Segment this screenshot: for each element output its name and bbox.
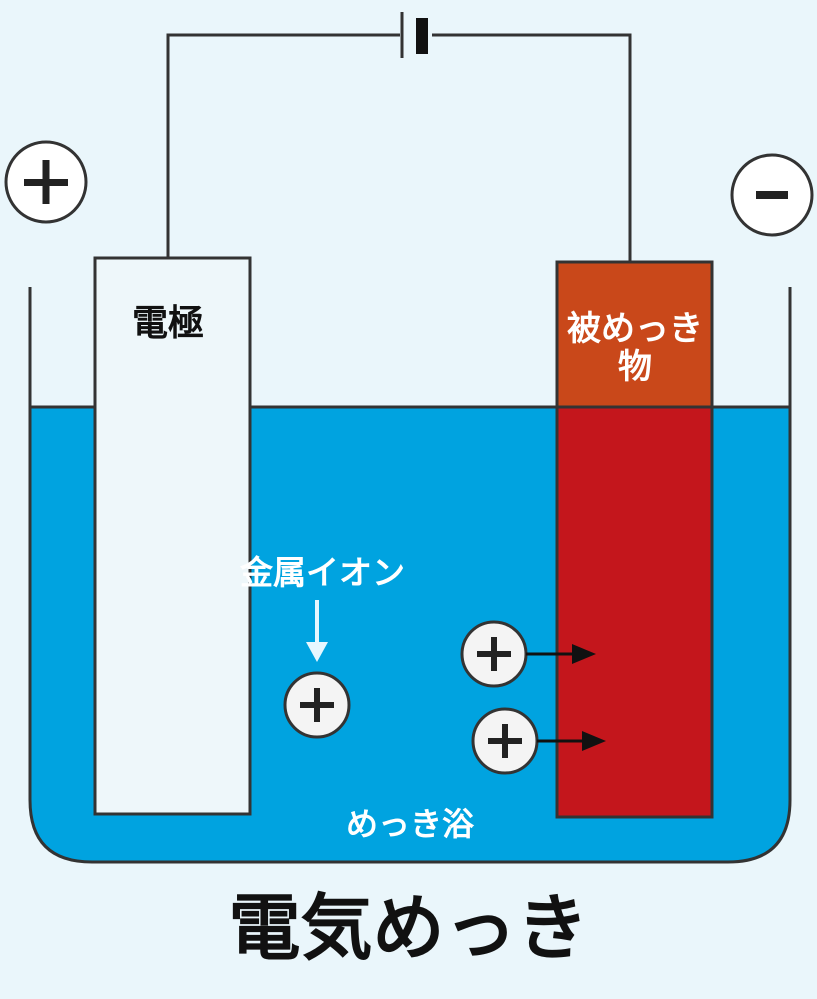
tank-wall [28,287,792,864]
electrode [93,256,252,816]
metal-ion-icon [460,620,528,688]
arrow-right-icon [526,644,596,664]
battery-icon [400,12,428,58]
ion-arrow-down-icon [306,600,328,662]
electrode-label: 電極 [131,303,204,344]
bath-label: めっき浴 [345,805,474,843]
diagram-title: 電気めっき [228,886,589,970]
circuit-wire [166,33,632,262]
workpiece-label: 被めっき物 [567,309,703,388]
metal-ion-label: 金属イオン [240,553,405,592]
metal-ion-icon [283,671,351,739]
negative-terminal-icon [730,153,814,237]
metal-ion-icon [471,707,539,775]
positive-terminal-icon [4,140,88,224]
arrow-right-icon [537,731,606,751]
